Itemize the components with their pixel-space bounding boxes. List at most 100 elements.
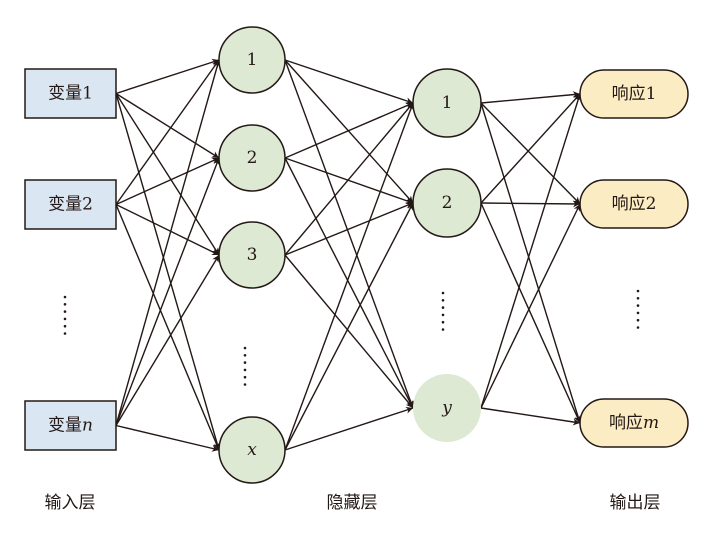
neuron-circle: [412, 68, 482, 138]
edge-input-1-to-hidden1-0: [115, 59, 220, 205]
output-box: [579, 398, 689, 448]
nodes: 变量1 变量2 变量n 1 2 3 x 1 2 y 响应1 响应2 响应m: [24, 26, 689, 484]
hidden2-node-2: 2: [412, 168, 482, 238]
output-layer-label: 输出层: [610, 493, 661, 513]
edge-input-2-to-hidden1-3: [115, 424, 220, 452]
edge-input-1-to-hidden1-2: [115, 203, 220, 256]
edge-hidden1-2-to-hidden2-2: [284, 254, 414, 409]
hidden2-ellipsis: [441, 291, 445, 331]
hidden1-node-1: 1: [218, 26, 286, 94]
neuron-label: 3: [247, 245, 258, 265]
dot: [636, 297, 640, 300]
output-node-2: 响应2: [579, 179, 689, 229]
dot: [441, 299, 445, 302]
input-ellipsis: [63, 295, 67, 335]
connections: [115, 58, 582, 452]
edge-hidden2-0-to-output-0: [480, 91, 581, 104]
edge-hidden1-3-to-hidden2-0: [284, 102, 414, 451]
hidden2-node-1: 1: [412, 68, 482, 138]
edge-hidden1-1-to-hidden2-2: [284, 157, 414, 409]
dot: [63, 295, 67, 299]
dot: [636, 289, 640, 293]
input-box: [24, 179, 117, 230]
dot: [63, 310, 67, 313]
edge-hidden2-0-to-output-1: [480, 102, 581, 205]
edge-hidden2-0-to-output-2: [480, 102, 582, 424]
neuron-circle: [218, 416, 286, 484]
edge-hidden1-1-to-hidden2-1: [284, 157, 414, 204]
dot: [636, 326, 640, 329]
dot: [63, 317, 67, 321]
dot: [441, 291, 445, 295]
neuron-label: 2: [247, 148, 258, 168]
edge-hidden1-0-to-hidden2-2: [284, 59, 414, 409]
edge-hidden1-2-to-hidden2-0: [284, 102, 414, 256]
edge-hidden1-0-to-hidden2-1: [284, 59, 414, 204]
neuron-circle: [218, 26, 286, 94]
dot: [441, 306, 445, 309]
output-box: [579, 179, 689, 229]
edge-hidden2-1-to-output-0: [480, 93, 581, 204]
dot: [243, 368, 247, 372]
output-node-label: 响应2: [612, 194, 657, 214]
ellipses: [63, 289, 640, 386]
edge-input-0-to-hidden1-1: [115, 92, 220, 159]
edge-hidden1-0-to-hidden2-0: [284, 59, 414, 105]
dot: [63, 303, 67, 306]
edge-hidden2-2-to-output-0: [480, 93, 582, 409]
edge-input-1-to-hidden1-1: [115, 157, 220, 206]
dot: [441, 313, 445, 317]
dot: [243, 346, 247, 350]
hidden1-ellipsis: [243, 346, 247, 386]
edge-input-2-to-hidden1-1: [115, 157, 220, 426]
dot: [636, 318, 640, 322]
input-node-2: 变量2: [24, 179, 117, 230]
dot: [243, 354, 247, 357]
output-node-label: 响应m: [609, 413, 659, 433]
output-node-1: 响应1: [579, 69, 689, 119]
dot: [63, 332, 67, 335]
input-node-label: 变量1: [48, 84, 93, 104]
neuron-circle: [218, 124, 286, 192]
hidden1-node-2: 2: [218, 124, 286, 192]
edge-input-0-to-hidden1-2: [115, 93, 220, 256]
edge-hidden1-3-to-hidden2-2: [284, 406, 414, 451]
input-node-label: 变量2: [48, 195, 93, 215]
hidden1-node-4: x: [218, 416, 286, 484]
edge-hidden2-1-to-output-2: [480, 202, 581, 424]
edge-hidden2-2-to-output-2: [480, 407, 581, 426]
edge-input-2-to-hidden1-0: [115, 59, 221, 426]
neuron-circle: [412, 168, 482, 238]
neuron-label: 1: [247, 50, 258, 70]
neuron-label: y: [441, 398, 452, 418]
hidden1-node-3: 3: [218, 221, 286, 289]
input-node-label: 变量n: [48, 416, 93, 436]
input-node-3: 变量n: [24, 400, 117, 451]
output-node-label: 响应1: [612, 84, 657, 104]
input-node-1: 变量1: [24, 68, 117, 119]
neuron-circle: [413, 374, 481, 442]
dot: [441, 328, 445, 331]
edge-hidden2-2-to-output-1: [480, 203, 581, 409]
dot: [243, 375, 247, 379]
edge-input-0-to-hidden1-3: [115, 93, 221, 451]
input-layer-label: 输入层: [45, 493, 96, 513]
input-box: [24, 68, 117, 119]
dot: [63, 324, 67, 328]
output-ellipsis: [636, 289, 640, 329]
edge-input-0-to-hidden1-0: [115, 58, 220, 95]
edge-hidden1-2-to-hidden2-1: [284, 202, 414, 256]
dot: [636, 311, 640, 315]
output-node-3: 响应m: [579, 398, 689, 448]
neuron-label: 1: [442, 93, 453, 113]
dot: [441, 320, 445, 324]
neuron-label: 2: [442, 193, 453, 213]
dot: [243, 383, 247, 386]
edge-hidden2-1-to-output-1: [480, 200, 581, 208]
input-box: [24, 400, 117, 451]
hidden2-node-3: y: [413, 374, 481, 442]
output-box: [579, 69, 689, 119]
dot: [243, 361, 247, 364]
edge-hidden1-3-to-hidden2-1: [284, 202, 414, 451]
